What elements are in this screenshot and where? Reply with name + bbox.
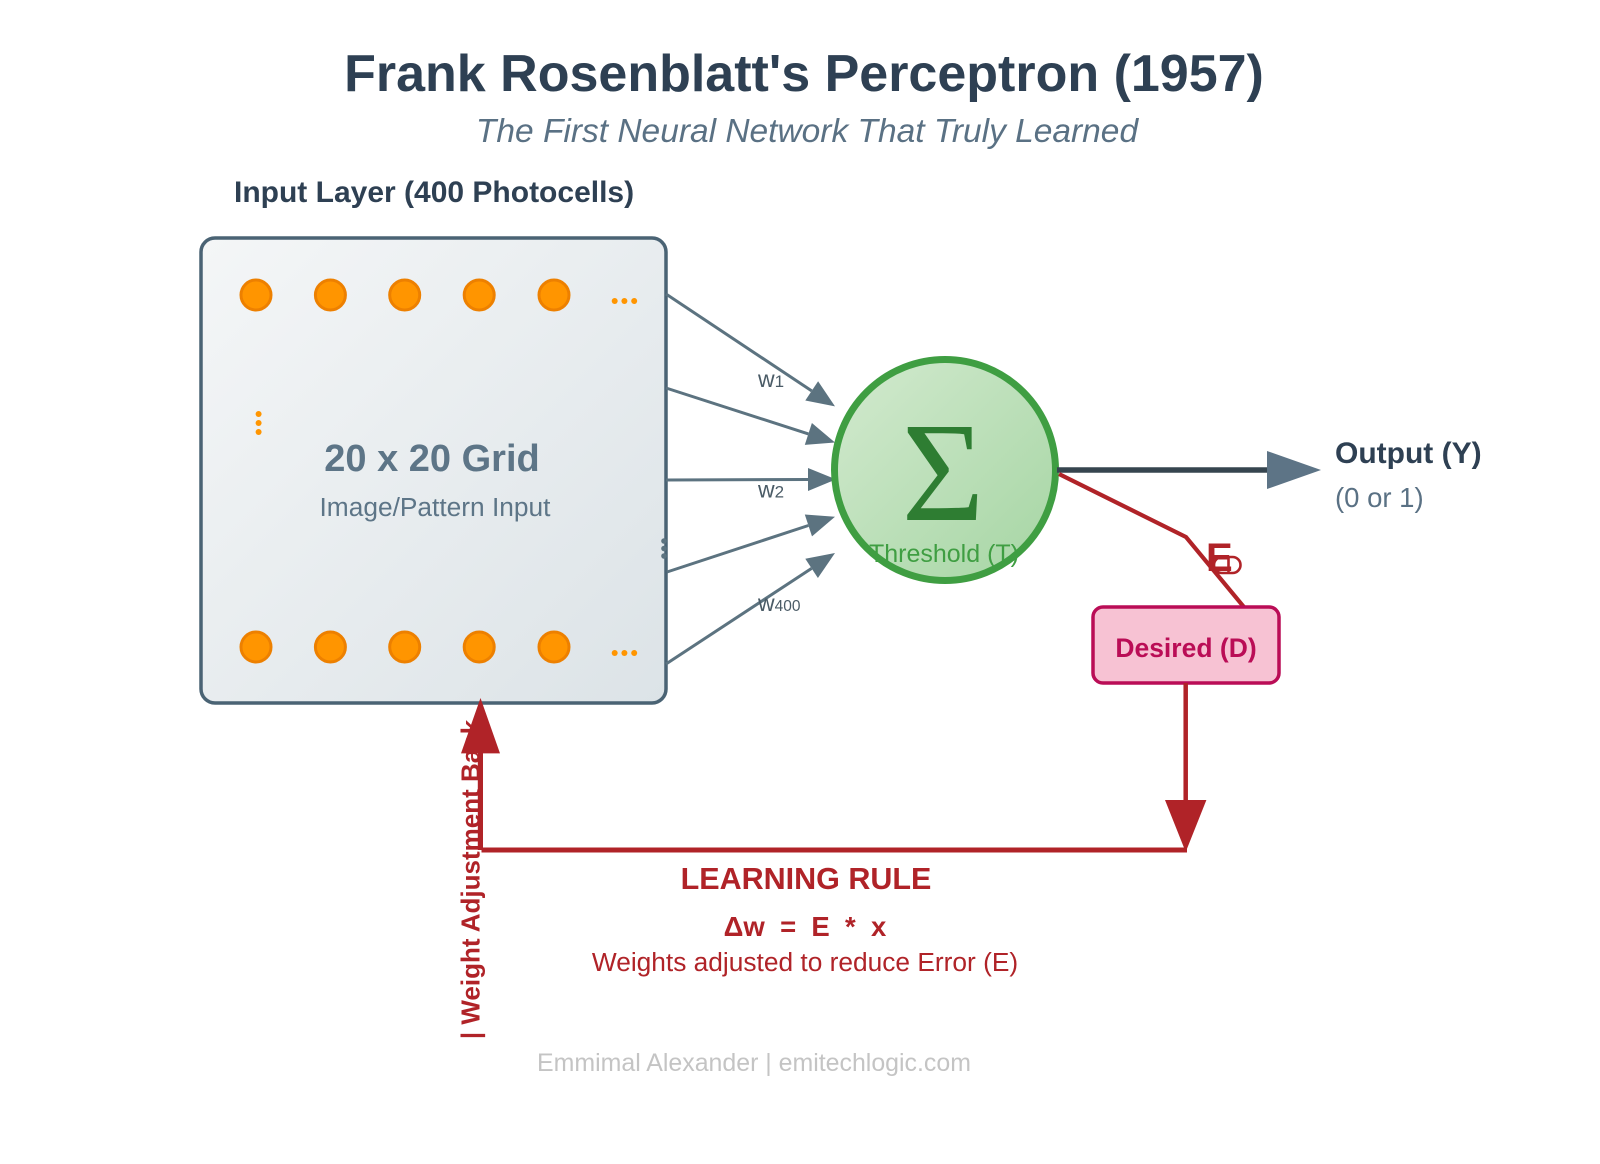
svg-text:Input Layer (400 Photocells): Input Layer (400 Photocells) [234,176,634,209]
svg-text:Weights adjusted to reduce Err: Weights adjusted to reduce Error (E) [592,947,1018,977]
svg-text:Frank Rosenblatt's Perceptron: Frank Rosenblatt's Perceptron (1957) [344,45,1264,103]
svg-text:Image/Pattern Input: Image/Pattern Input [320,492,552,522]
svg-text:Threshold (T): Threshold (T) [869,540,1019,568]
svg-text:Output (Y): Output (Y) [1335,437,1482,470]
svg-text:Δw = E * x: Δw = E * x [724,911,887,942]
svg-text:Emmimal Alexander | emitechlog: Emmimal Alexander | emitechlogic.com [537,1049,971,1077]
svg-text:The First Neural Network That: The First Neural Network That Truly Lear… [476,113,1140,150]
svg-text:Σ: Σ [902,393,985,551]
svg-text:LEARNING RULE: LEARNING RULE [681,862,932,896]
svg-text:Desired (D): Desired (D) [1115,633,1256,663]
svg-text:(0 or 1): (0 or 1) [1335,482,1424,513]
svg-text:20 x 20 Grid: 20 x 20 Grid [324,438,539,480]
